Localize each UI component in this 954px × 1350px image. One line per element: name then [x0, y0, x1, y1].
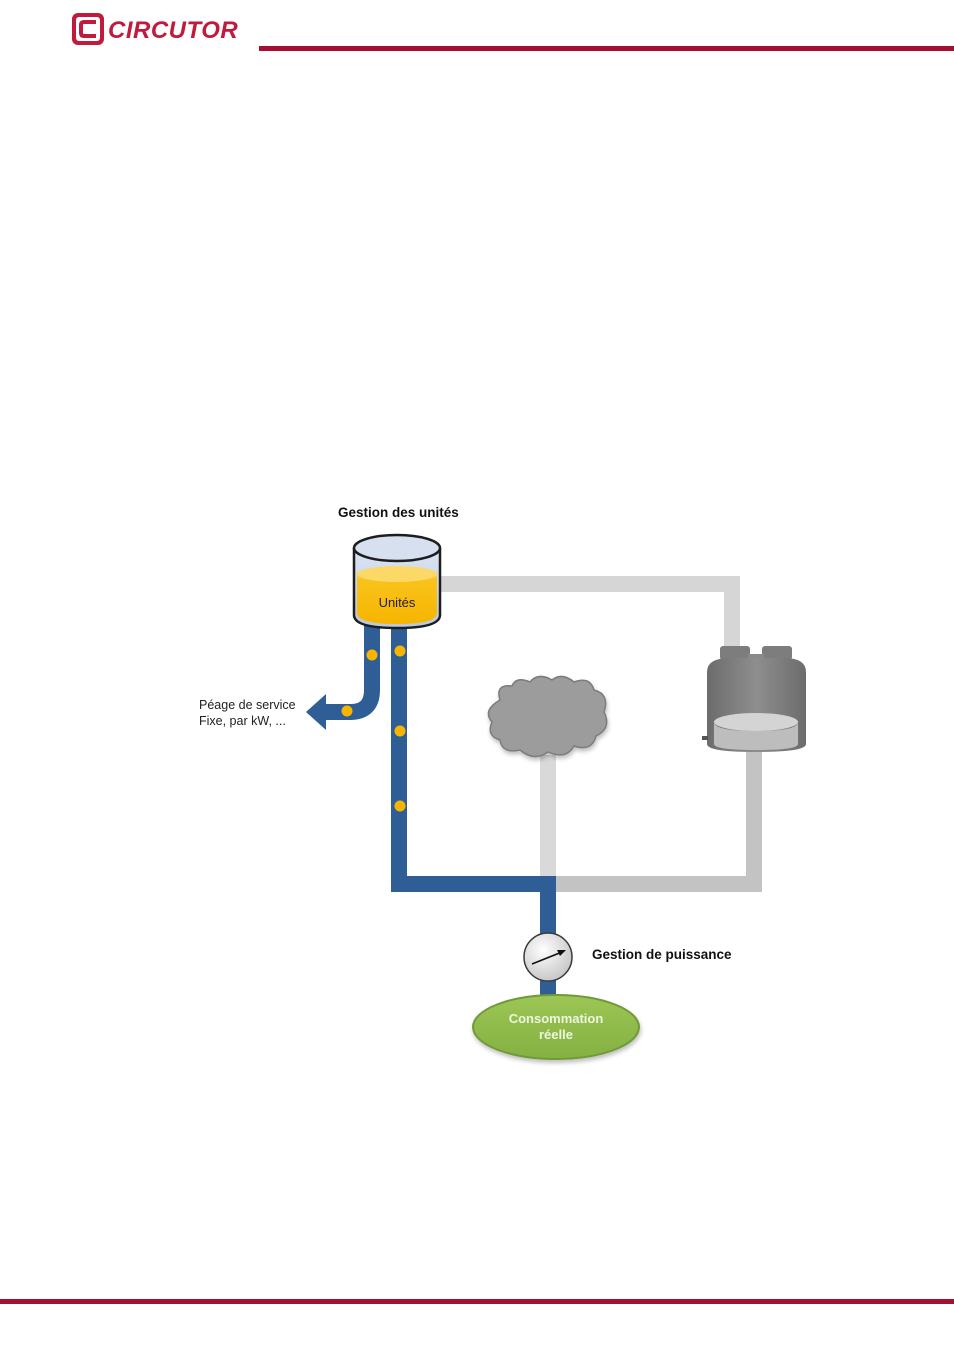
units-management-title: Gestion des unités [338, 505, 459, 520]
pipe-main-feed [391, 622, 556, 995]
circutor-logo: CIRCUTOR [72, 13, 238, 45]
flow-dot [394, 800, 406, 812]
active-pipes [306, 622, 556, 995]
consumption-ellipse [472, 994, 640, 1060]
arrow-left-icon [306, 694, 326, 730]
brand-name: CIRCUTOR [108, 17, 238, 44]
toll-label-line1: Péage de service [199, 698, 296, 712]
pipe-toll-branch [325, 622, 380, 720]
storage-tank-icon [702, 646, 806, 752]
flow-dot [394, 645, 406, 657]
pipe-storage-to-junction [548, 745, 762, 892]
consumption-label-line1: Consommation [508, 1011, 604, 1026]
cloud-icon [487, 675, 608, 758]
gauge-icon [523, 932, 573, 982]
header-rule [259, 46, 954, 51]
footer-rule [0, 1299, 954, 1304]
flow-dot [366, 649, 378, 661]
inactive-pipes [438, 576, 762, 892]
logo-c-icon [72, 13, 104, 45]
tank-label: Unités [378, 595, 416, 610]
toll-label: Péage de service Fixe, par kW, ... [199, 697, 296, 729]
flow-dots [341, 645, 406, 812]
power-management-label: Gestion de puissance [592, 947, 732, 962]
tank-icon [352, 533, 442, 630]
consumption-label-line2: réelle [539, 1027, 573, 1042]
consumption-label: Consommation réelle [476, 1011, 636, 1043]
flow-dot [341, 705, 353, 717]
flow-dot [394, 725, 406, 737]
pipe-tank-to-storage [438, 576, 740, 650]
toll-label-line2: Fixe, par kW, ... [199, 714, 286, 728]
